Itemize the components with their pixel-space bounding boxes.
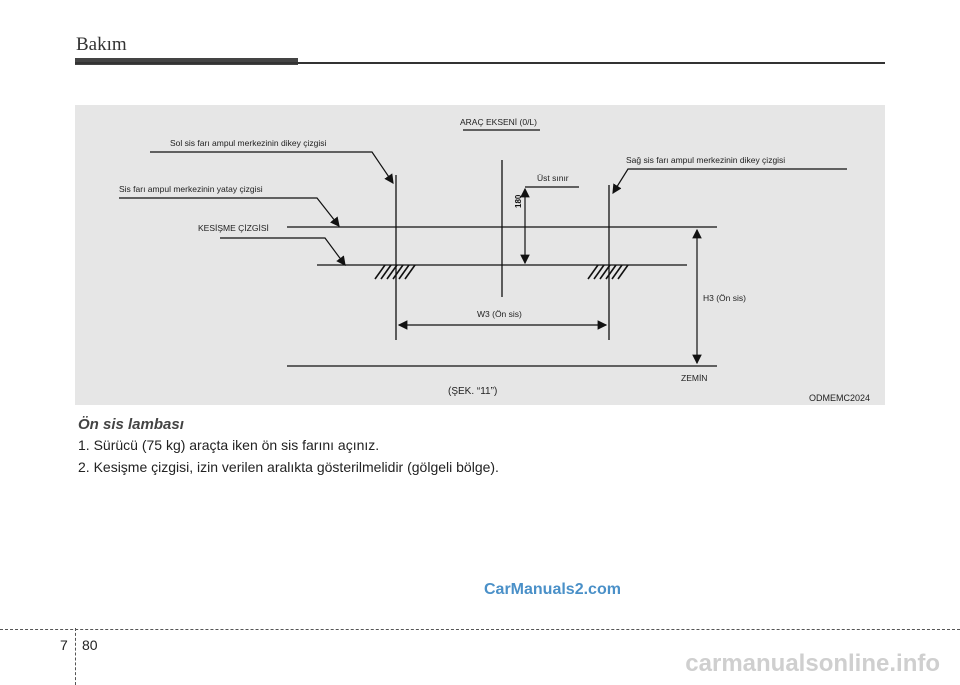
- footer-chapter: 7: [60, 637, 68, 653]
- hatch-right: [587, 264, 629, 280]
- page-header-title: Bakım: [76, 34, 127, 55]
- w3-label: W3 (Ön sis): [477, 309, 522, 319]
- left-vertical-label: Sol sis farı ampul merkezinin dikey çizg…: [170, 138, 326, 148]
- watermark-carmanualsonline: carmanualsonline.info: [685, 650, 940, 677]
- right-vertical-leader: [612, 168, 847, 195]
- header-rule-thick: [75, 58, 298, 65]
- intersection-line-label: KESİŞME ÇİZGİSİ: [198, 223, 269, 233]
- hatch-left: [374, 264, 416, 280]
- header-rule: [75, 62, 885, 64]
- right-vertical-label: Sağ sis farı ampul merkezinin dikey çizg…: [626, 155, 785, 165]
- horizontal-line-leader: [119, 197, 340, 227]
- fog-lamp-aiming-diagram: ARAÇ EKSENİ (0/L) Sol sis farı ampul mer…: [75, 105, 885, 405]
- horizontal-line-label: Sis farı ampul merkezinin yatay çizgisi: [119, 184, 263, 194]
- footer-divider: [0, 629, 960, 631]
- dim-180-label: 180: [514, 194, 523, 208]
- figure-code: ODMEMC2024: [809, 393, 870, 403]
- section-title: Ön sis lambası: [78, 416, 184, 433]
- upper-limit-label: Üst sınır: [537, 173, 569, 183]
- h3-label: H3 (Ön sis): [703, 293, 746, 303]
- ground-label: ZEMİN: [681, 373, 707, 383]
- step-1: 1. Sürücü (75 kg) araçta iken ön sis far…: [78, 437, 380, 453]
- footer-page-number: 80: [82, 637, 98, 653]
- intersection-line-leader: [220, 237, 346, 266]
- vehicle-axis-label: ARAÇ EKSENİ (0/L): [460, 117, 537, 127]
- footer-vertical-divider: [75, 628, 77, 685]
- figure-caption: (ŞEK. “11”): [448, 386, 497, 397]
- step-2: 2. Kesişme çizgisi, izin verilen aralıkt…: [78, 459, 499, 475]
- left-vertical-leader: [150, 151, 394, 184]
- watermark-carmanuals: CarManuals2.com: [484, 581, 621, 598]
